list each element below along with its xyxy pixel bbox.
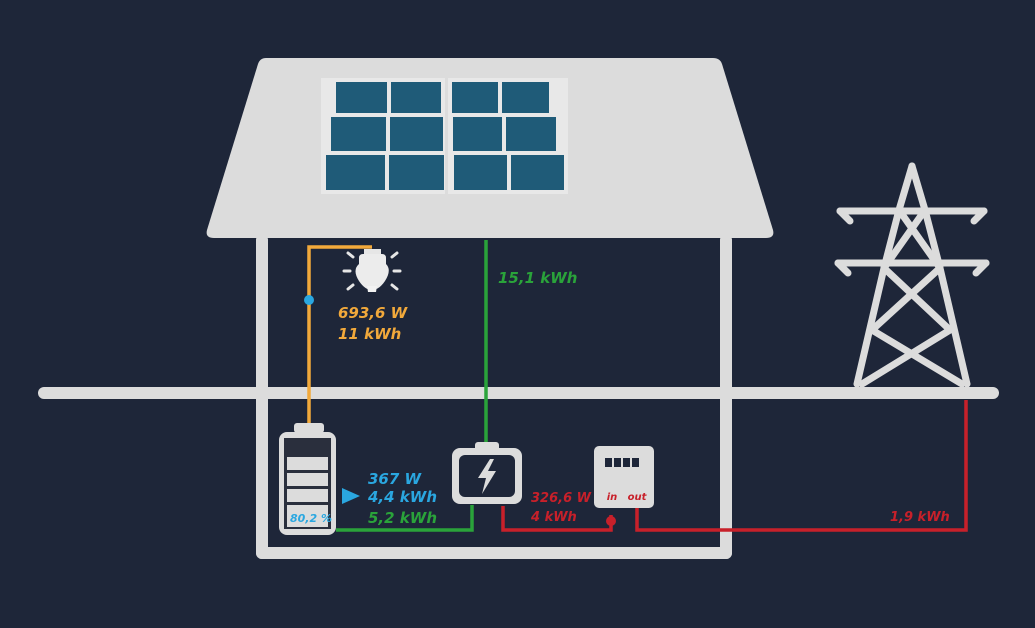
battery-soc: 80,2 %: [290, 512, 332, 525]
inverter-output-energy-label: 4 kWh: [530, 510, 577, 525]
power-pylon-icon: [834, 162, 990, 388]
solar-panel-array: [321, 78, 568, 194]
flow-lines: [304, 240, 968, 532]
meter-out-label: out: [628, 492, 648, 503]
battery-icon: 80,2 %: [279, 423, 336, 535]
energy-meter-icon: in out: [594, 446, 654, 508]
load-energy-label: 11 kWh: [338, 325, 401, 343]
load-power-label: 693,6 W: [338, 304, 409, 322]
grid-flow-line: [635, 400, 968, 532]
grid-energy-label: 1,9 kWh: [890, 510, 950, 525]
meter-in-dot: [606, 516, 616, 526]
inverter-lightning-icon: [452, 442, 522, 504]
meter-in-label: in: [607, 492, 618, 503]
battery-discharge-energy-label: 5,2 kWh: [368, 509, 437, 527]
flow-labels: 15,1 kWh 693,6 W 11 kWh 367 W 4,4 kWh 5,…: [338, 269, 950, 527]
load-junction-dot: [304, 295, 314, 305]
load-flow-line: [307, 245, 372, 428]
inverter-output-power-label: 326,6 W: [531, 491, 592, 506]
battery-charge-energy-label: 4,4 kWh: [367, 488, 437, 506]
solar-energy-label: 15,1 kWh: [498, 269, 577, 287]
battery-charge-arrow-icon: [342, 488, 360, 504]
light-bulb-icon: [342, 249, 402, 292]
house-structure: [38, 234, 999, 559]
battery-power-label: 367 W: [368, 470, 423, 488]
battery-flow-line: [336, 505, 474, 532]
